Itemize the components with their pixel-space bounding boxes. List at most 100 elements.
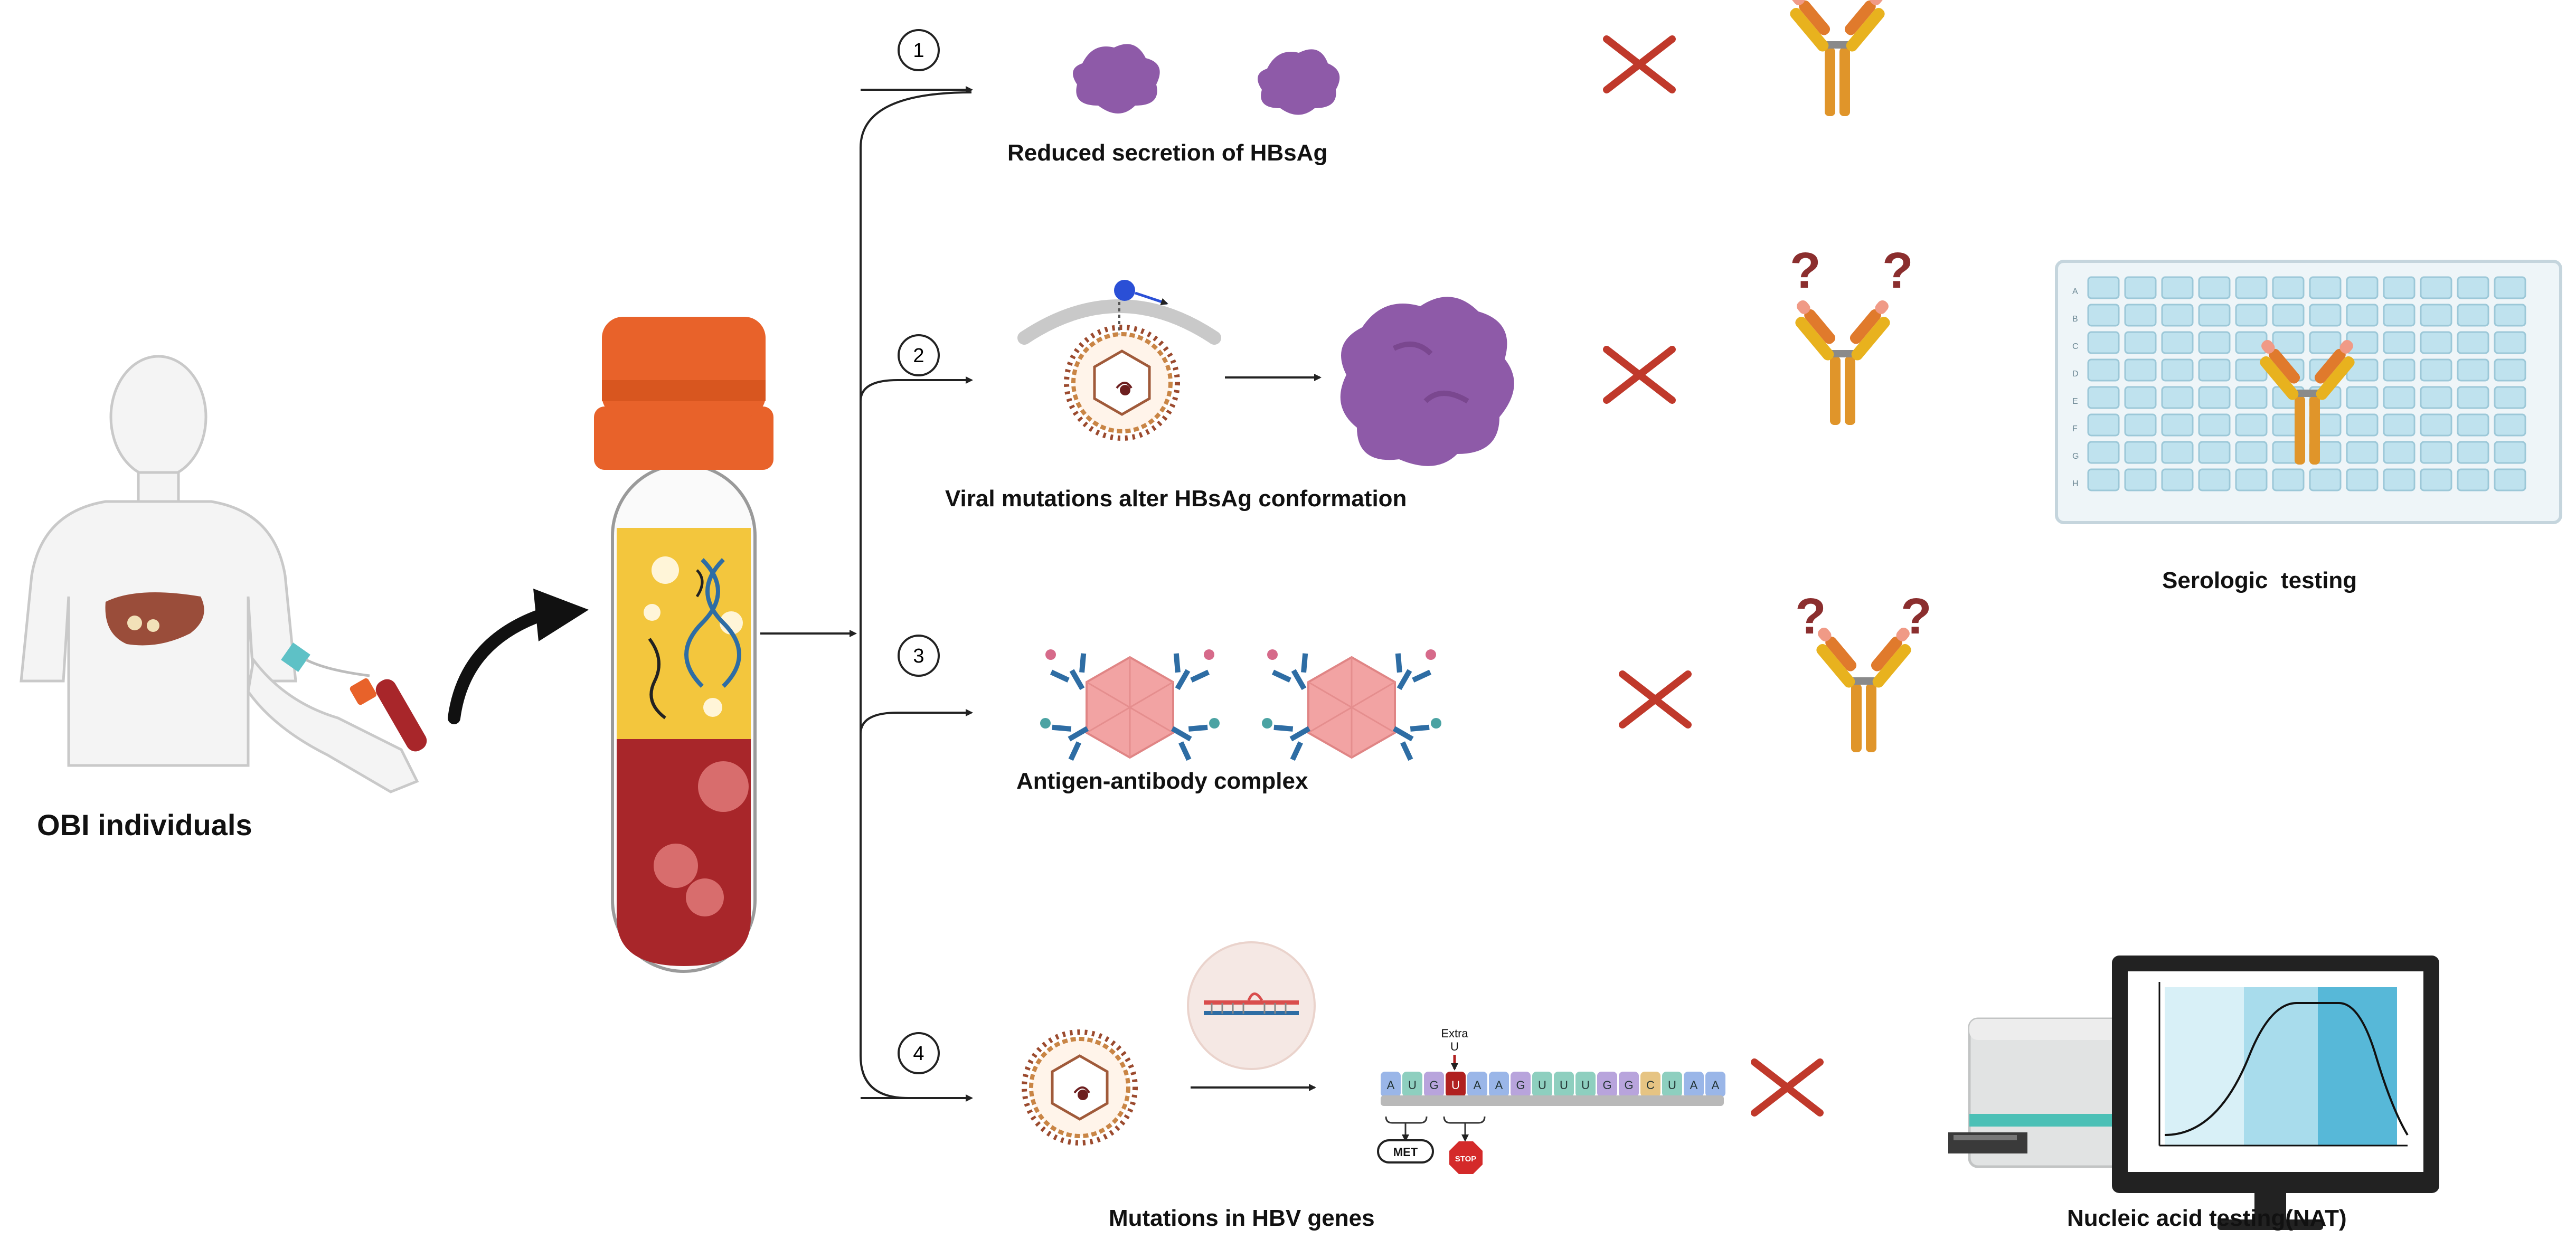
plate-row-label: E <box>2072 397 2078 406</box>
plate-well <box>2087 276 2120 299</box>
blue-light-icon <box>1114 280 1135 301</box>
svg-text:1: 1 <box>913 40 924 62</box>
antigen-antibody-complex-icon-2 <box>1261 648 1442 763</box>
plate-well <box>2383 331 2415 354</box>
step-4-badge: 4 <box>898 1032 940 1074</box>
plate-row-label: B <box>2072 315 2078 324</box>
cross-icon-2 <box>1607 349 1672 400</box>
svg-text:3: 3 <box>913 645 924 667</box>
met-badge: MET <box>1377 1139 1434 1164</box>
plate-well <box>2235 386 2268 409</box>
plate-well <box>2383 413 2415 437</box>
hbsag-protein-icon-2 <box>1258 49 1340 115</box>
svg-text:U: U <box>1538 1079 1546 1092</box>
step-1-badge: 1 <box>898 29 940 71</box>
step-3-badge: 3 <box>898 635 940 677</box>
plate-well <box>2346 276 2379 299</box>
antibody-icon-3 <box>1814 625 1913 752</box>
plate-well <box>2420 276 2452 299</box>
plate-well <box>2235 304 2268 327</box>
plate-well <box>2494 331 2526 354</box>
plate-well <box>2494 276 2526 299</box>
base-2: G <box>1424 1072 1444 1097</box>
svg-text:C: C <box>1646 1079 1655 1092</box>
svg-text:A: A <box>1712 1079 1720 1092</box>
plate-well <box>2124 441 2157 464</box>
plate-well <box>2494 468 2526 491</box>
plate-well <box>2124 386 2157 409</box>
svg-text:STOP: STOP <box>1455 1155 1477 1164</box>
plate-well <box>2087 304 2120 327</box>
plate-well <box>2235 441 2268 464</box>
plate-well <box>2161 386 2194 409</box>
plate-well <box>2161 276 2194 299</box>
plate-well <box>2087 331 2120 354</box>
plate-well <box>2198 413 2231 437</box>
plate-well <box>2124 331 2157 354</box>
serologic-testing-label: Serologic testing <box>2162 568 2357 593</box>
plate-well <box>2383 358 2415 382</box>
base-6: G <box>1511 1072 1531 1097</box>
plate-well <box>2124 304 2157 327</box>
plate-well <box>2272 331 2305 354</box>
hbv-virion-icon-2 <box>1024 1032 1135 1143</box>
base-13: U <box>1662 1072 1682 1097</box>
plate-well <box>2420 358 2452 382</box>
antigen-antibody-label: Antigen-antibody complex <box>1016 768 1308 794</box>
plate-well <box>2494 441 2526 464</box>
plate-well <box>2198 358 2231 382</box>
svg-text:A: A <box>1690 1079 1698 1092</box>
svg-text:U: U <box>1668 1079 1676 1092</box>
plate-well <box>2309 276 2342 299</box>
cross-icon-1 <box>1607 39 1672 90</box>
plate-well <box>2272 276 2305 299</box>
plate-well <box>2457 413 2489 437</box>
curved-arrow-icon <box>448 606 555 724</box>
hbv-virion-icon-1 <box>1067 327 1177 438</box>
svg-text:A: A <box>1474 1079 1482 1092</box>
plate-well <box>2124 276 2157 299</box>
branch-bracket <box>860 91 972 1099</box>
plate-well <box>2457 468 2489 491</box>
svg-text:4: 4 <box>913 1043 924 1065</box>
plate-row-label: D <box>2072 370 2079 379</box>
step-2-badge: 2 <box>898 334 940 376</box>
nat-label: Nucleic acid testing(NAT) <box>2067 1205 2347 1231</box>
plate-well <box>2161 468 2194 491</box>
plate-well <box>2457 276 2489 299</box>
plate-well <box>2087 386 2120 409</box>
viral-mutations-label: Viral mutations alter HBsAg conformation <box>945 486 1407 512</box>
question-mark-1: ? <box>1790 242 1821 299</box>
cross-icon-3 <box>1622 674 1688 725</box>
plate-row-label: C <box>2072 342 2079 351</box>
plate-well <box>2494 304 2526 327</box>
plate-well <box>2161 413 2194 437</box>
plate-well <box>2198 441 2231 464</box>
base-4: A <box>1467 1072 1487 1097</box>
base-5: A <box>1489 1072 1509 1097</box>
dna-strand-bubble-icon <box>1187 941 1316 1070</box>
antibody-icon-1 <box>1788 0 1887 116</box>
plate-well <box>2087 358 2120 382</box>
base-9: U <box>1575 1072 1596 1097</box>
plate-well <box>2420 413 2452 437</box>
plate-well <box>2383 441 2415 464</box>
base-10: G <box>1597 1072 1617 1097</box>
stop-sign-icon: STOP <box>1449 1141 1483 1174</box>
plate-row-label: F <box>2072 424 2078 433</box>
plate-well <box>2309 331 2342 354</box>
plate-well <box>2346 468 2379 491</box>
plate-well <box>2124 413 2157 437</box>
altered-hbsag-icon <box>1340 297 1514 466</box>
base-11: G <box>1619 1072 1639 1097</box>
svg-text:U: U <box>1560 1079 1568 1092</box>
branch-arrow-2 <box>860 376 973 402</box>
plate-well <box>2087 413 2120 437</box>
plate-well <box>2087 468 2120 491</box>
curved-arrow-head-icon <box>533 589 589 641</box>
plate-well <box>2161 331 2194 354</box>
base-1: U <box>1402 1072 1422 1097</box>
membrane-arc-icon <box>1017 299 1221 345</box>
hbsag-protein-icon-1 <box>1073 44 1160 114</box>
